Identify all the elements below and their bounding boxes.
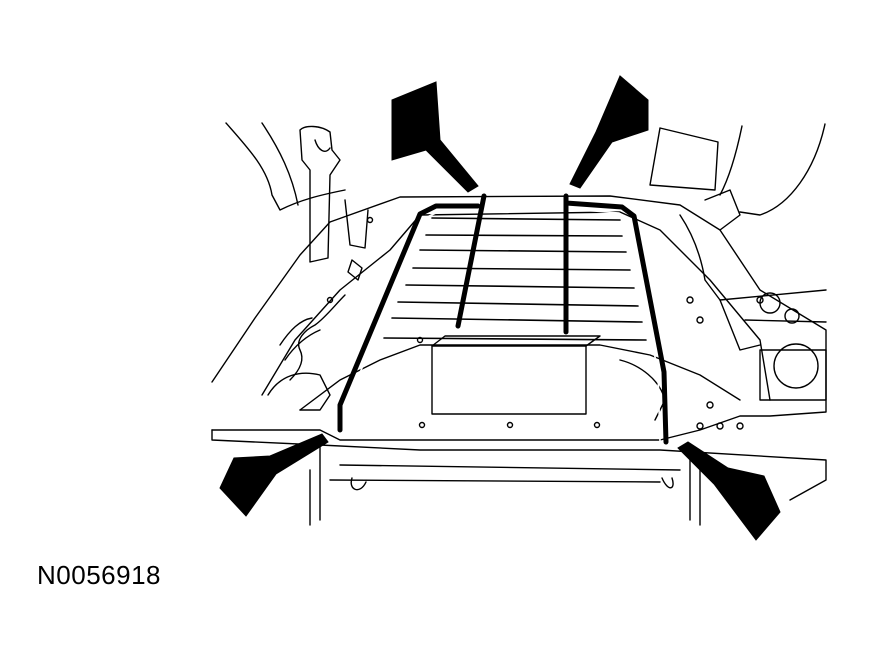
right-side-bracket — [649, 127, 719, 191]
arrow-icon — [569, 75, 649, 189]
arrow-icon — [219, 433, 329, 517]
spring-frame-outer-left — [337, 203, 481, 433]
figure-id: N0056918 — [37, 560, 161, 590]
wire-harness — [289, 294, 346, 381]
seat-spring-frame — [337, 193, 669, 445]
seat-track — [211, 429, 827, 501]
spring-rod-left — [455, 193, 487, 329]
arrow-icon — [391, 81, 479, 193]
seat-base-outline — [211, 195, 827, 441]
arrow-icon — [677, 441, 781, 541]
left-side-bracket — [299, 125, 341, 263]
center-panel — [431, 345, 587, 415]
left-seat-cushion — [225, 122, 346, 211]
spring-frame-outer-right — [563, 200, 669, 445]
right-seat-cushion — [739, 123, 826, 216]
